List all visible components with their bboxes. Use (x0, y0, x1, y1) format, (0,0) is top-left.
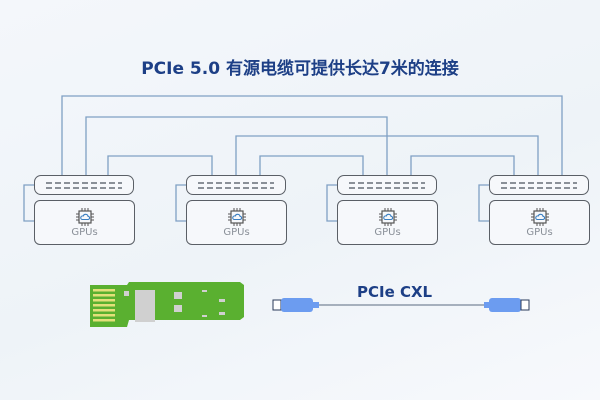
switch-3 (337, 175, 437, 195)
gpu-node-2: GPUs (186, 200, 287, 245)
port-row (198, 181, 274, 189)
link-node3 (326, 184, 337, 222)
pcie-cxl-cable-icon (272, 298, 530, 312)
link-node1 (23, 184, 34, 222)
switch-4 (489, 175, 589, 195)
wire-sw1-sw4 (61, 95, 563, 175)
wire-sw2-sw3 (259, 155, 364, 175)
wire-sw1-sw3 (85, 116, 388, 175)
switch-2 (186, 175, 286, 195)
port-row (501, 181, 577, 189)
gpu-node-1: GPUs (34, 200, 135, 245)
chip-cloud-icon (530, 208, 549, 226)
chip-cloud-icon (378, 208, 397, 226)
port-row (349, 181, 425, 189)
cable-label: PCIe CXL (357, 283, 433, 301)
pcie-card-icon (90, 282, 244, 327)
gpu-label: GPUs (223, 227, 250, 238)
port-row (46, 181, 122, 189)
chip-cloud-icon (75, 208, 94, 226)
gpu-label: GPUs (374, 227, 401, 238)
chip-cloud-icon (227, 208, 246, 226)
wire-sw3-sw4 (410, 155, 515, 175)
wire-sw1-sw2 (107, 155, 213, 175)
link-node2 (175, 184, 186, 222)
page-title: PCIe 5.0 有源电缆可提供长达7米的连接 (141, 59, 459, 79)
gpu-node-4: GPUs (489, 200, 590, 245)
gpu-node-3: GPUs (337, 200, 438, 245)
gpu-label: GPUs (71, 227, 98, 238)
switch-1 (34, 175, 134, 195)
link-node4 (478, 184, 489, 222)
gpu-label: GPUs (526, 227, 553, 238)
wire-sw2-sw4 (235, 135, 539, 175)
